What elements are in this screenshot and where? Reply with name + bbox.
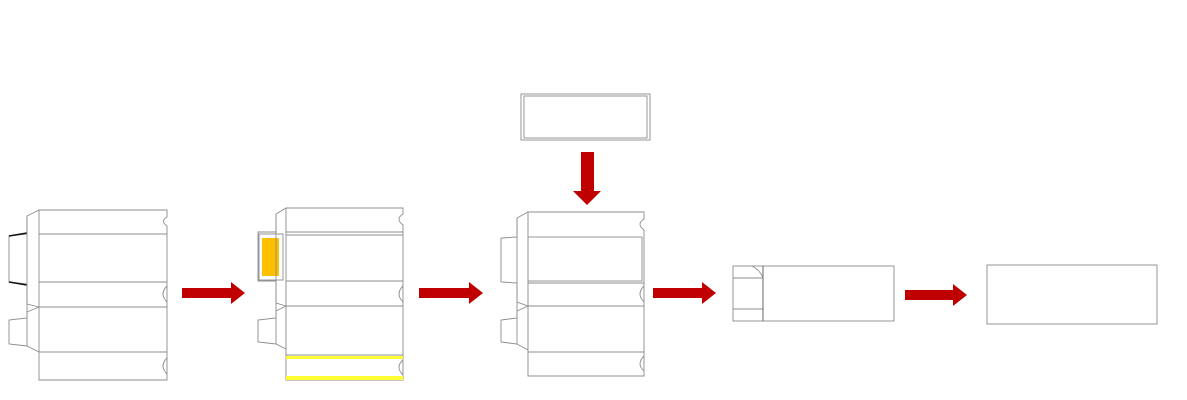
blank-3-notch-1 bbox=[639, 285, 645, 303]
arrow-right-2 bbox=[419, 282, 483, 304]
step-1-flat-blank bbox=[8, 209, 168, 381]
box-5-body bbox=[986, 264, 1158, 325]
step-5-closed-box bbox=[986, 264, 1158, 325]
blank-2-outline bbox=[285, 207, 404, 381]
glue-strip-icon bbox=[286, 356, 403, 359]
blank-1-tab-bottom bbox=[8, 306, 40, 353]
blank-3-inner-sleeve bbox=[527, 236, 643, 282]
step-2-glue-blank bbox=[257, 207, 404, 381]
box-4-flap-curve bbox=[751, 265, 764, 279]
blank-1-flap-edge-top bbox=[8, 232, 28, 237]
glue-patch-icon bbox=[262, 238, 279, 276]
blank-1-tab-top bbox=[8, 209, 40, 308]
arrow-right-3 bbox=[653, 282, 716, 304]
sleeve-inner bbox=[523, 95, 648, 139]
blank-3-outline bbox=[527, 211, 645, 377]
blank-1-flap-edge-bottom bbox=[8, 281, 28, 286]
glue-patch-frame bbox=[258, 233, 284, 281]
glue-strip-icon-2 bbox=[286, 376, 403, 380]
blank-1-notch-1 bbox=[162, 285, 168, 303]
box-4-body bbox=[732, 265, 895, 322]
blank-2-notch-1 bbox=[398, 285, 404, 303]
blank-1-notch-2 bbox=[162, 357, 168, 375]
step-4-partially-closed bbox=[732, 265, 895, 322]
blank-1-outline bbox=[38, 209, 168, 381]
blank-2-tab-bottom bbox=[257, 305, 287, 350]
sleeve-outer bbox=[520, 93, 651, 141]
blank-3-tab-bottom bbox=[500, 305, 529, 351]
arrow-down bbox=[573, 152, 601, 205]
blank-2-notch-2 bbox=[398, 359, 404, 376]
blank-3-notch-2 bbox=[639, 355, 645, 372]
insert-sleeve bbox=[520, 93, 651, 141]
blank-3-tab-top bbox=[500, 211, 529, 307]
arrow-right-1 bbox=[182, 282, 245, 304]
arrow-right-4 bbox=[905, 284, 967, 306]
step-3-sleeve-inserted bbox=[500, 211, 645, 377]
